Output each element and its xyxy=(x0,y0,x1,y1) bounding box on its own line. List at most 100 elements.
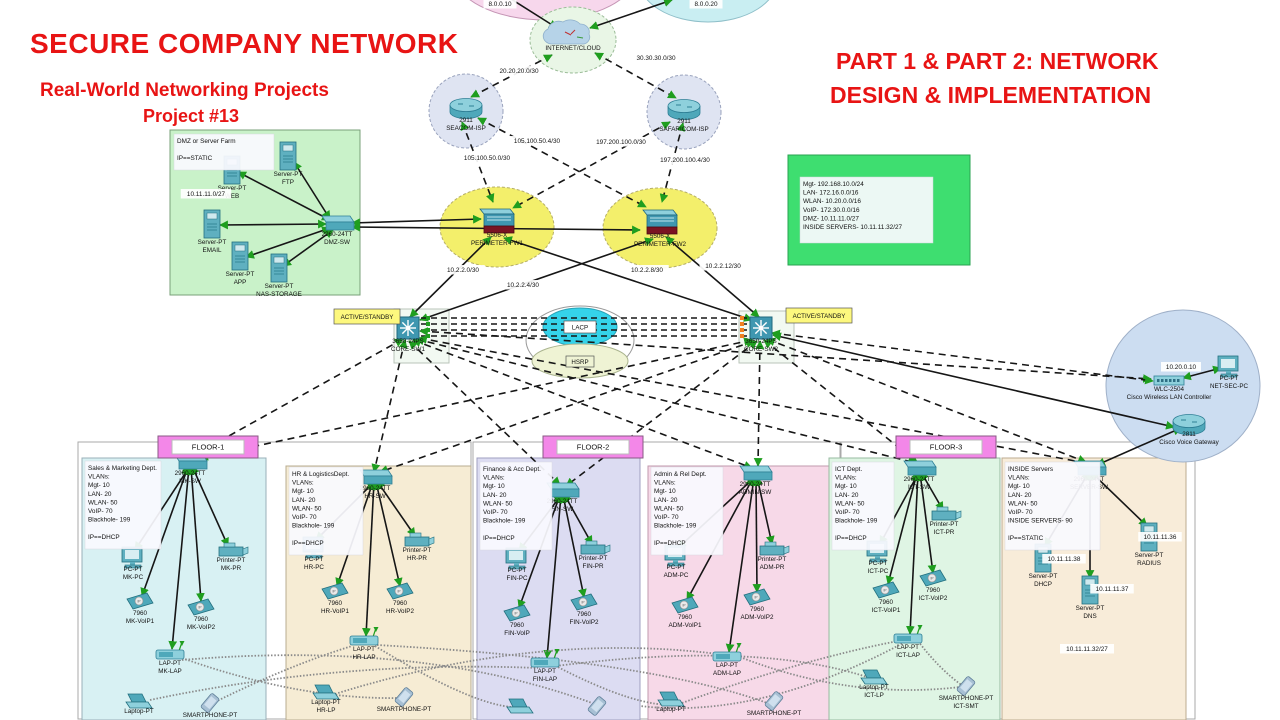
ip-label: 105.100.50.0/30 xyxy=(464,155,511,162)
svg-text:Blackhole- 199: Blackhole- 199 xyxy=(654,523,697,530)
page-title: SECURE COMPANY NETWORK xyxy=(30,28,459,59)
svg-text:VLANs:: VLANs: xyxy=(292,480,314,487)
ip-label: 30.30.30.0/30 xyxy=(636,55,676,62)
svg-text:FIN-PR: FIN-PR xyxy=(583,563,604,570)
zone-cloud-right xyxy=(646,0,770,23)
svg-text:LAP-PT: LAP-PT xyxy=(353,646,375,653)
svg-text:DMZ or Server Farm: DMZ or Server Farm xyxy=(177,138,236,145)
svg-text:IP: IP xyxy=(514,612,517,616)
svg-text:SMARTPHONE-PT: SMARTPHONE-PT xyxy=(183,712,238,719)
link-solid-37 xyxy=(1096,427,1182,466)
link-solid-49 xyxy=(362,481,378,637)
node-mk-laptop[interactable]: Laptop-PT xyxy=(124,693,154,715)
svg-text:Laptop-PT: Laptop-PT xyxy=(656,706,686,713)
node-fin-smartphone[interactable] xyxy=(587,696,607,716)
ip-label: 10.20.0.10 xyxy=(1166,364,1197,371)
port-dot-0 xyxy=(740,316,744,320)
node-adm-laptop[interactable]: Laptop-PT xyxy=(656,691,686,713)
info-box-marketing-info: Sales & Marketing Dept.VLANs: Mgt- 10 LA… xyxy=(84,460,162,550)
svg-text:Server-PT: Server-PT xyxy=(218,185,247,192)
svg-text:VoIP- 172.30.0.0/16: VoIP- 172.30.0.0/16 xyxy=(803,207,860,214)
node-internet-cloud[interactable]: INTERNET/CLOUD xyxy=(542,19,601,52)
svg-text:Server-PT: Server-PT xyxy=(274,171,303,178)
ip-label: 10.11.11.37 xyxy=(1096,586,1129,593)
svg-text:WEB: WEB xyxy=(225,193,239,200)
svg-text:7960: 7960 xyxy=(393,600,408,607)
svg-text:DMZ- 10.11.11.0/27: DMZ- 10.11.11.0/27 xyxy=(803,215,859,222)
svg-text:LAN- 172.16.0.0/16: LAN- 172.16.0.0/16 xyxy=(803,190,859,197)
svg-text:SMARTPHONE-PT: SMARTPHONE-PT xyxy=(747,710,802,717)
svg-text:VLANs:: VLANs: xyxy=(654,480,676,487)
ip-label: 8.0.0.10 xyxy=(488,1,512,8)
svg-text:VLANs:: VLANs: xyxy=(483,475,505,482)
ip-label: 10.11.11.36 xyxy=(1144,534,1177,541)
wireless-link-11 xyxy=(917,640,964,687)
floor-tab-3: FLOOR-3 xyxy=(895,435,997,459)
node-mk-smartphone[interactable]: SMARTPHONE-PT xyxy=(183,693,238,719)
svg-text:ADM-PR: ADM-PR xyxy=(760,564,785,571)
node-fin-laptop[interactable] xyxy=(506,698,534,714)
svg-text:Admin & Rel Dept.: Admin & Rel Dept. xyxy=(654,471,707,478)
svg-text:SAFARICOM-ISP: SAFARICOM-ISP xyxy=(659,126,708,133)
svg-text:Laptop-PT: Laptop-PT xyxy=(124,708,154,715)
svg-text:Printer-PT: Printer-PT xyxy=(758,556,787,563)
svg-text:Cisco Wireless LAN Controller: Cisco Wireless LAN Controller xyxy=(1127,394,1212,401)
svg-text:VLANs:: VLANs: xyxy=(88,474,110,481)
svg-text:ACTIVE/STANDBY: ACTIVE/STANDBY xyxy=(793,313,846,320)
svg-text:MK-PR: MK-PR xyxy=(221,565,242,572)
svg-text:WLAN- 50: WLAN- 50 xyxy=(292,505,322,512)
svg-text:INSIDE SERVERS- 90: INSIDE SERVERS- 90 xyxy=(1008,518,1073,525)
svg-text:Blackhole- 199: Blackhole- 199 xyxy=(835,518,878,525)
svg-text:PC-PT: PC-PT xyxy=(508,567,527,574)
svg-text:HR-PR: HR-PR xyxy=(407,555,427,562)
svg-text:ICT-PC: ICT-PC xyxy=(868,568,889,575)
svg-text:Cisco Voice Gateway: Cisco Voice Gateway xyxy=(1159,439,1219,446)
node-hr-smartphone[interactable]: SMARTPHONE-PT xyxy=(377,687,432,713)
node-adm-smartphone[interactable]: SMARTPHONE-PT xyxy=(747,691,802,717)
